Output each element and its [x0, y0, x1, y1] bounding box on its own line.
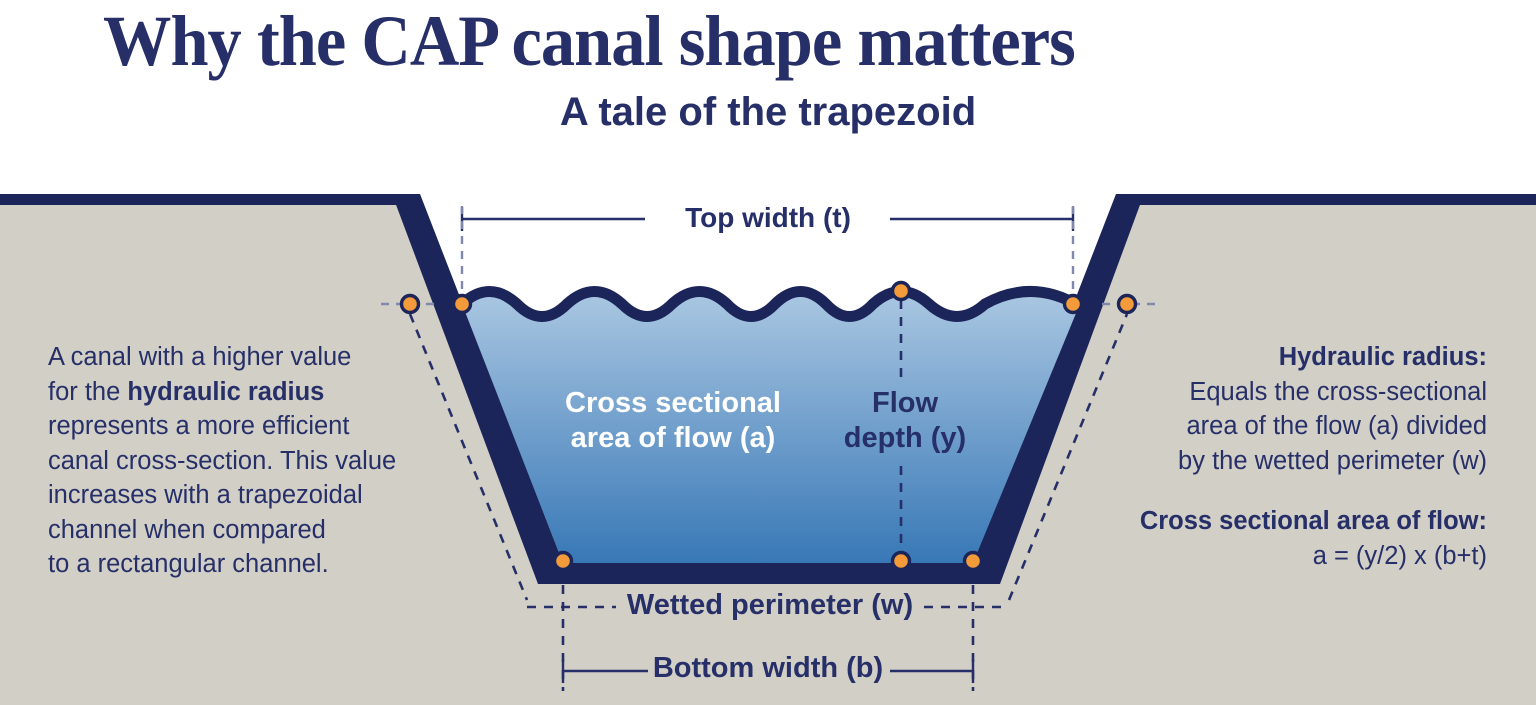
cross-section-label: Cross sectional area of flow (a)	[565, 386, 781, 456]
top-width-line	[460, 207, 1075, 231]
marker-dot-bottom-right	[962, 550, 984, 572]
right-definitions-text: Hydraulic radius:Equals the cross-sectio…	[1139, 343, 1487, 570]
flow-depth-label: Flow depth (y)	[844, 386, 966, 456]
marker-dot-right-outside	[1116, 293, 1138, 315]
cross-section-label-symbol: (a)	[739, 422, 776, 454]
measure-dashed-light	[381, 206, 1158, 306]
marker-dots	[399, 280, 1138, 572]
marker-dot-left-water-edge	[451, 293, 473, 315]
top-width-label-text: Top width	[685, 202, 823, 233]
ground-surface-line-left	[0, 194, 400, 205]
bottom-width-line	[561, 659, 975, 683]
marker-dot-left-outside	[399, 293, 421, 315]
wetted-perimeter-label: Wetted perimeter (w)	[627, 589, 913, 622]
cross-section-label-line1: Cross sectional	[565, 387, 781, 419]
wetted-perimeter-path	[408, 313, 1129, 609]
bottom-width-label-symbol: (b)	[846, 652, 884, 684]
flow-depth-label-symbol: (y)	[930, 422, 967, 454]
top-width-label-symbol: (t)	[822, 202, 851, 233]
marker-dot-bottom-center	[890, 550, 912, 572]
cross-section-label-line2: area of flow	[570, 422, 740, 454]
page-subtitle: A tale of the trapezoid	[559, 90, 977, 134]
marker-dot-right-water-edge	[1062, 293, 1084, 315]
marker-dot-bottom-left	[552, 550, 574, 572]
bottom-width-label-text: Bottom width	[652, 652, 847, 684]
bottom-width-label: Bottom width (b)	[653, 652, 883, 685]
top-width-label: Top width (t)	[685, 202, 851, 234]
water-surface-line	[446, 286, 1092, 322]
water	[462, 291, 1079, 563]
flow-depth-label-line1: Flow	[871, 387, 939, 419]
flow-depth-label-line2: depth	[843, 422, 931, 454]
wetted-perimeter-label-symbol: (w)	[871, 589, 914, 621]
measure-solid-lines	[460, 207, 1075, 683]
ground-surface-line-right	[1136, 194, 1536, 205]
page-title: Why the CAP canal shape matters	[103, 1, 1076, 81]
marker-dot-wave-crest	[890, 280, 912, 302]
wetted-perimeter-label-text: Wetted perimeter	[626, 589, 872, 621]
measure-dashed-dark	[408, 300, 1129, 691]
